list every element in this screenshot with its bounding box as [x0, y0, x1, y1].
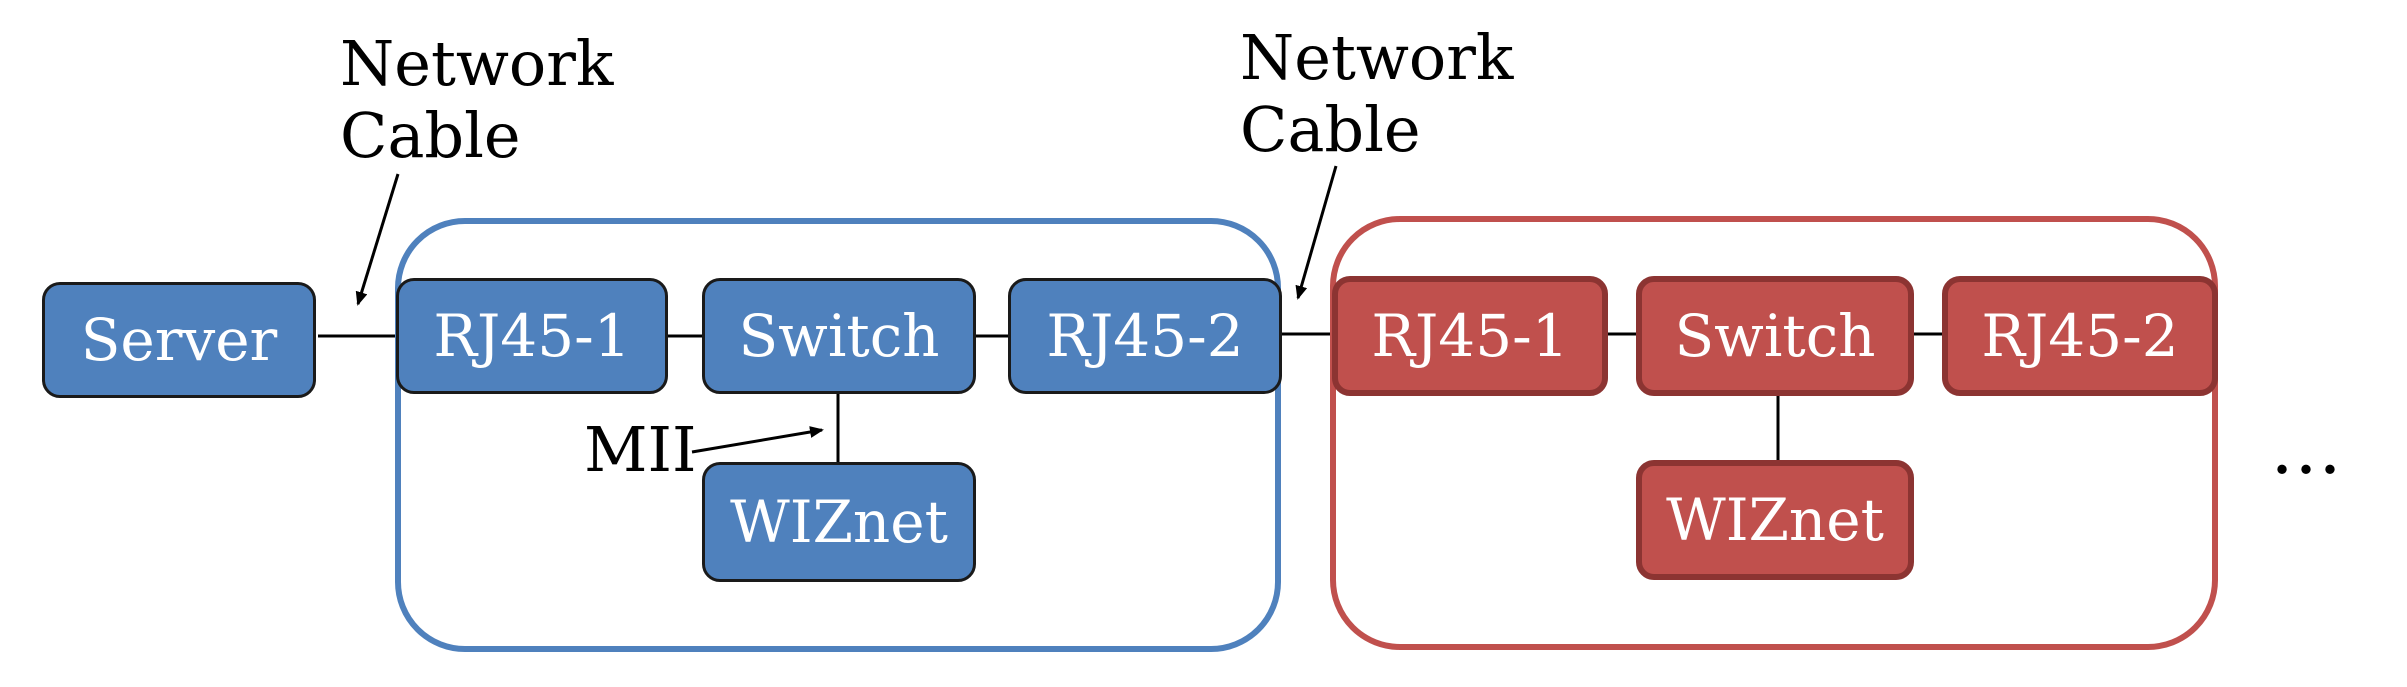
blue-rj45-1-box: RJ45-1	[396, 278, 668, 394]
network-cable-label-1: Network Cable	[340, 28, 613, 172]
server-box: Server	[42, 282, 316, 398]
arrow-mii	[691, 426, 824, 454]
network-cable-label-2-line2: Cable	[1240, 93, 1421, 166]
node-group-red	[1330, 216, 2218, 650]
node-group-blue	[395, 218, 1281, 652]
red-rj45-2-box: RJ45-2	[1942, 276, 2218, 396]
network-cable-label-2: Network Cable	[1240, 22, 1513, 166]
ellipsis-continuation: …	[2270, 406, 2348, 490]
network-cable-label-1-line2: Cable	[340, 99, 521, 172]
red-wiznet-box: WIZnet	[1636, 460, 1914, 580]
blue-switch-box: Switch	[702, 278, 976, 394]
blue-rj45-2-box: RJ45-2	[1008, 278, 1282, 394]
mii-label: MII	[584, 413, 697, 486]
blue-wiznet-box: WIZnet	[702, 462, 976, 582]
red-switch-box: Switch	[1636, 276, 1914, 396]
network-cable-label-1-line1: Network	[340, 27, 614, 100]
network-cable-label-2-line1: Network	[1240, 21, 1514, 94]
arrow-cable-1	[355, 173, 400, 306]
red-rj45-1-box: RJ45-1	[1332, 276, 1608, 396]
arrow-cable-2	[1295, 165, 1338, 300]
